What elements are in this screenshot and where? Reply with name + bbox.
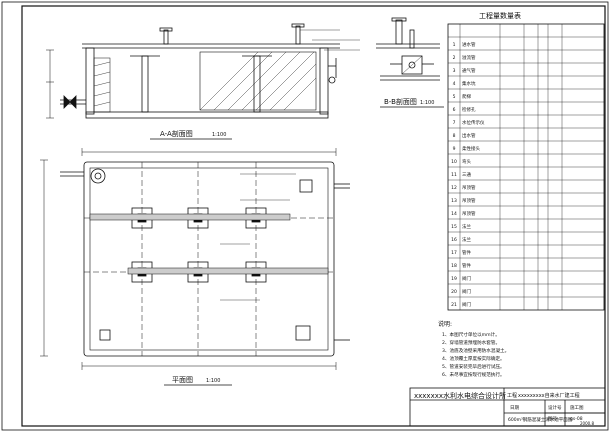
table-cell-no: 20 xyxy=(451,289,457,295)
table-cell-no: 3 xyxy=(453,68,456,74)
table-cell-no: 19 xyxy=(451,276,457,282)
date-value: 2000.8 xyxy=(580,421,594,426)
notes-line: 3、池底及池壁采用防水混凝土。 xyxy=(442,347,509,354)
notes: 1、本图尺寸单位以mm计。2、穿墙管道预埋防水套管。3、池底及池壁采用防水混凝土… xyxy=(442,331,509,378)
table-cell-no: 6 xyxy=(453,107,456,113)
notes-line: 5、管道安装完毕后进行试压。 xyxy=(442,363,505,370)
table-cell-name: 检修孔 xyxy=(462,106,476,113)
table-cell-no: 14 xyxy=(451,211,457,217)
table-cell-name: 溢流管 xyxy=(462,54,476,61)
table-cell-name: 阀门 xyxy=(462,275,471,282)
table-cell-no: 16 xyxy=(451,237,457,243)
title-block xyxy=(409,387,606,427)
table-cell-no: 5 xyxy=(453,94,456,100)
table-cell-no: 8 xyxy=(453,133,456,139)
notes-line: 1、本图尺寸单位以mm计。 xyxy=(442,331,500,338)
section-aa-title: A-A剖面图 xyxy=(160,129,193,138)
table-cell-name: 集水坑 xyxy=(462,80,476,87)
table-cell-name: 出水管 xyxy=(462,132,476,139)
table-cell-name: 进水管 xyxy=(462,41,476,48)
project-name: xxxxxxxxx自来水厂建工程 xyxy=(518,392,580,399)
table-cell-no: 12 xyxy=(451,185,457,191)
table-cell-name: 阀门 xyxy=(462,288,471,295)
table-cell-no: 10 xyxy=(451,159,457,165)
table-cell-name: 吊顶管 xyxy=(462,197,476,204)
table-cell-no: 18 xyxy=(451,263,457,269)
institute-name: xxxxxxx水利水电综合设计所 xyxy=(414,391,506,400)
table-cell-name: 管件 xyxy=(462,249,471,256)
quantity-table: 1 进水管 2 溢流管 3 通气管 4 集水坑 5 爬梯 6 检修孔 7 水位传示仪 8 出水管 9 柔性接头 10… xyxy=(447,23,605,311)
table-cell-name: 水位传示仪 xyxy=(462,119,485,126)
section-bb xyxy=(376,17,440,81)
section-bb-scale: 1:100 xyxy=(420,100,434,106)
inner-frame xyxy=(21,5,606,427)
notes-line: 4、池顶覆土厚度按实际确定。 xyxy=(442,355,505,362)
stage-label: 设计号 xyxy=(548,404,562,411)
date-label: 日期 xyxy=(510,405,519,411)
table-cell-no: 9 xyxy=(453,146,456,152)
table-cell-no: 13 xyxy=(451,198,457,204)
table-cell-no: 7 xyxy=(453,120,456,126)
table-cell-name: 柔性接头 xyxy=(462,145,480,152)
table-cell-no: 2 xyxy=(453,55,456,61)
plan-scale: 1:100 xyxy=(206,378,220,384)
table-cell-name: 法兰 xyxy=(462,236,471,243)
project-label: 工程 xyxy=(507,392,517,399)
table-cell-name: 阀门 xyxy=(462,301,471,308)
table-cell-name: 法兰 xyxy=(462,223,471,230)
table-cell-name: 通气管 xyxy=(462,67,476,74)
table-cell-no: 15 xyxy=(451,224,457,230)
table-cell-no: 11 xyxy=(451,172,457,178)
section-aa xyxy=(46,23,360,119)
table-cell-name: 爬梯 xyxy=(462,93,471,100)
drawing-no-value: gs-08 xyxy=(570,416,583,422)
table-cell-no: 17 xyxy=(451,250,457,256)
notes-line: 2、穿墙管道预埋防水套管。 xyxy=(442,339,500,346)
drawing-no-label: 图号 xyxy=(548,416,557,422)
table-cell-name: 管件 xyxy=(462,262,471,269)
table-cell-no: 21 xyxy=(451,302,457,308)
plan-title: 平面图 xyxy=(172,376,193,384)
section-bb-title: B-B剖面图 xyxy=(384,97,417,106)
drawing-name: 600m³钢筋混凝土清水池平面图 xyxy=(508,416,573,423)
section-aa-scale: 1:100 xyxy=(212,132,226,138)
table-cell-no: 1 xyxy=(453,42,456,48)
stage-value: 施工图 xyxy=(570,404,584,411)
plan-view xyxy=(40,148,350,370)
table-cell-name: 弯头 xyxy=(462,158,471,165)
table-cell-no: 4 xyxy=(453,81,456,87)
table-cell-name: 吊顶管 xyxy=(462,184,476,191)
table-cell-name: 三通 xyxy=(462,171,471,178)
notes-line: 6、未尽事宜按现行规范执行。 xyxy=(442,371,505,378)
table-title: 工程量数量表 xyxy=(479,11,521,20)
notes-heading: 说明: xyxy=(438,320,452,328)
table-cell-name: 吊顶管 xyxy=(462,210,476,217)
